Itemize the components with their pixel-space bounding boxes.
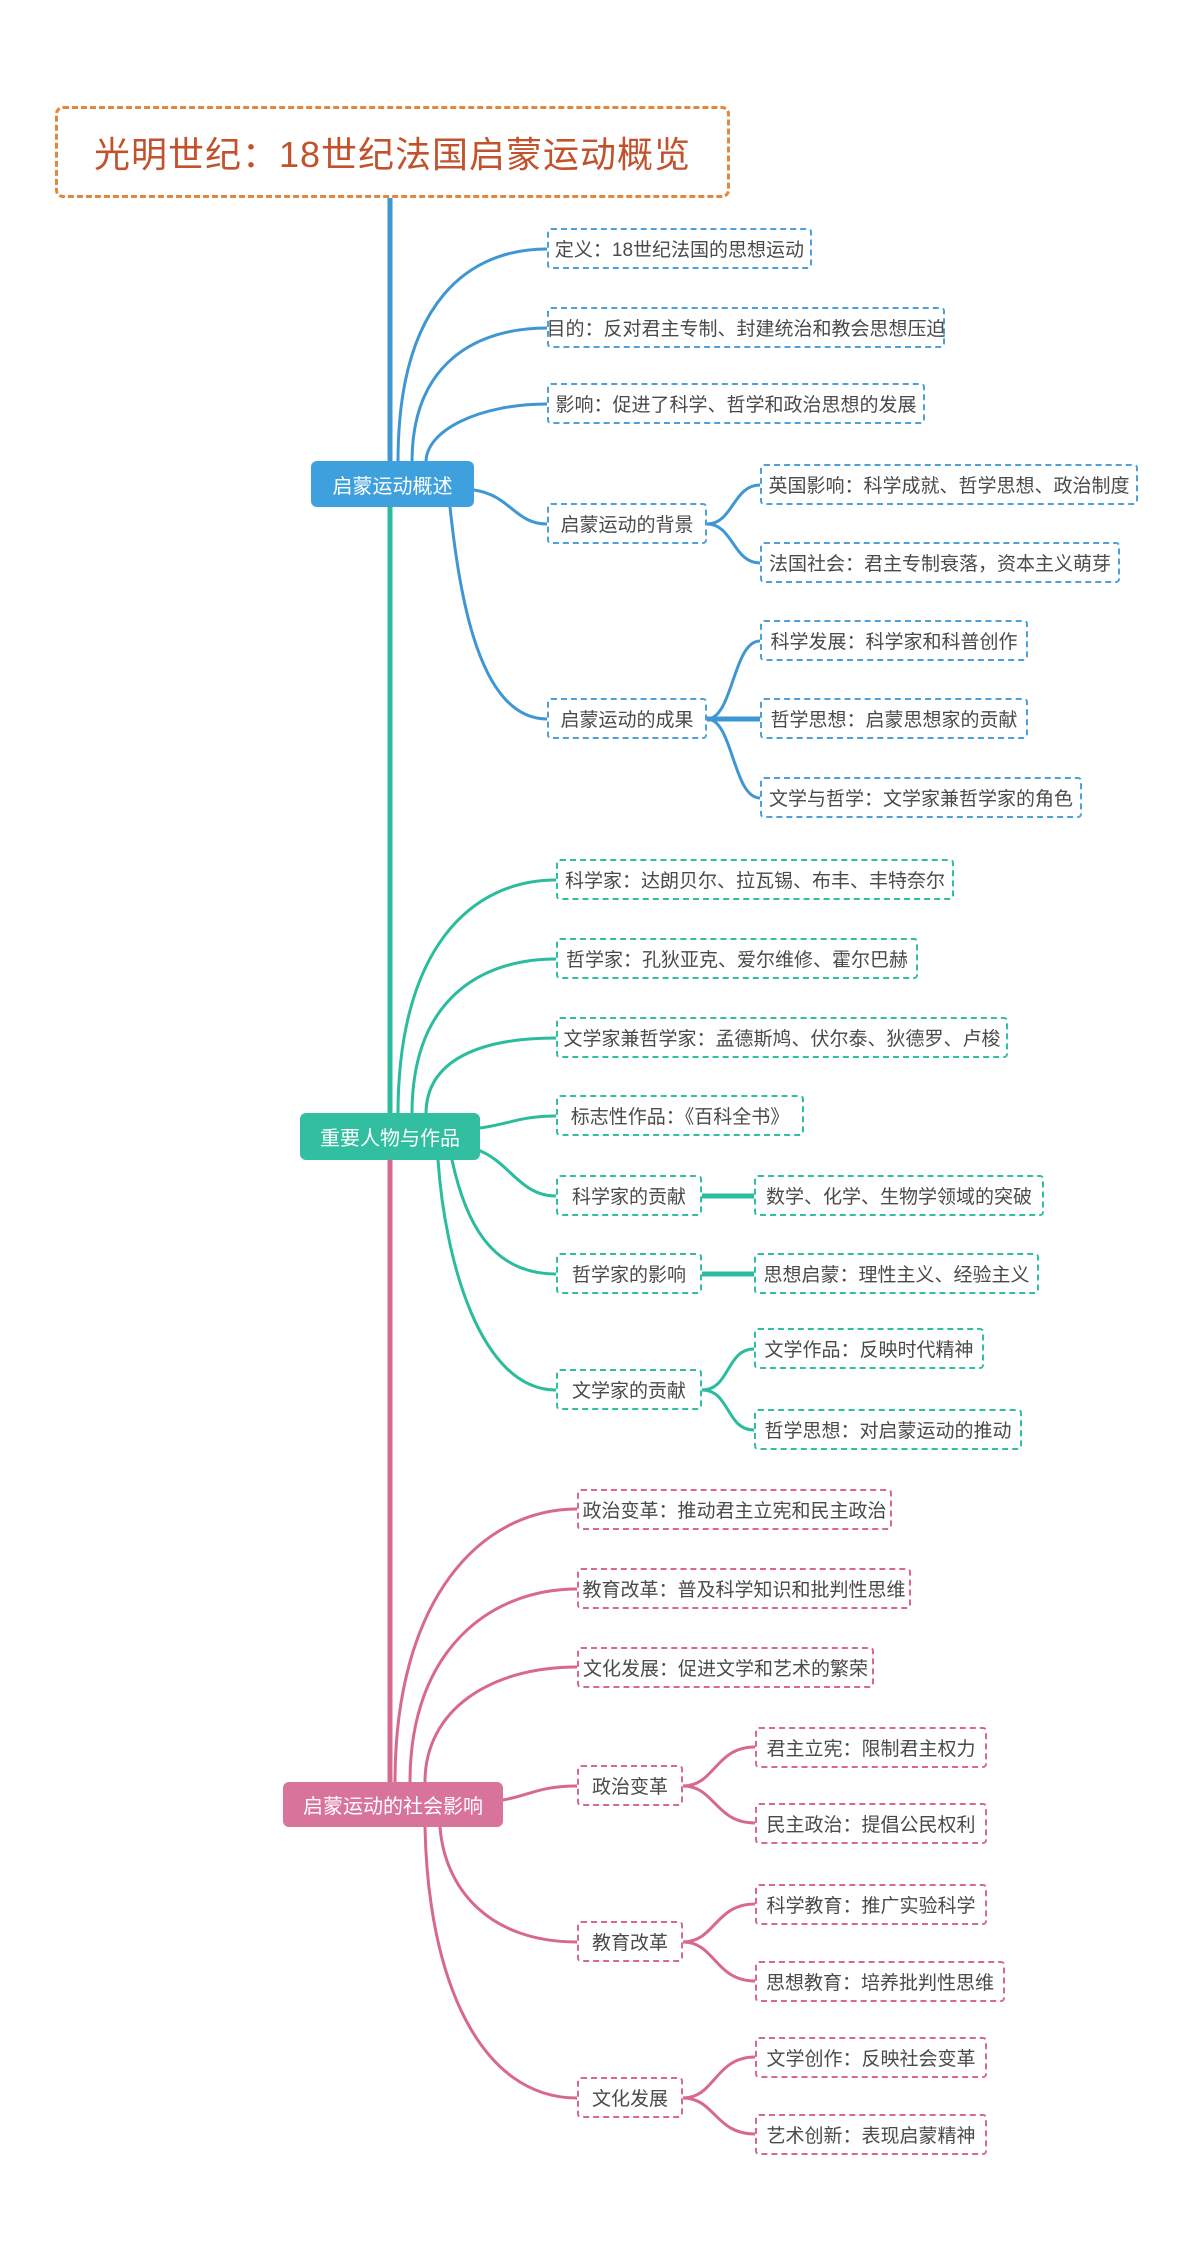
- node-education-reform-detail[interactable]: 教育改革：普及科学知识和批判性思维: [577, 1568, 911, 1609]
- node-philosophy-thought[interactable]: 哲学思想：启蒙思想家的贡献: [760, 698, 1028, 739]
- node-england-influence[interactable]: 英国影响：科学成就、哲学思想、政治制度: [760, 464, 1138, 505]
- connector-art-innovation: [681, 2096, 757, 2136]
- node-literary-works[interactable]: 文学作品：反映时代精神: [754, 1328, 984, 1369]
- connector-thought-education: [681, 1940, 757, 1983]
- connector-philosophy-push: [700, 1388, 756, 1432]
- node-science-education[interactable]: 科学教育：推广实验科学: [755, 1884, 987, 1925]
- node-literature-philosophy[interactable]: 文学与哲学：文学家兼哲学家的角色: [760, 777, 1082, 818]
- connector-political-change: [501, 1784, 579, 1802]
- node-art-innovation[interactable]: 艺术创新：表现启蒙精神: [755, 2114, 987, 2155]
- connector-constitutional-monarchy: [681, 1745, 757, 1788]
- node-enlightenment-thought[interactable]: 思想启蒙：理性主义、经验主义: [754, 1253, 1039, 1294]
- node-culture-development-detail[interactable]: 文化发展：促进文学和艺术的繁荣: [577, 1647, 874, 1688]
- node-culture-development[interactable]: 文化发展: [577, 2077, 683, 2118]
- connector-background: [472, 488, 549, 526]
- connector-france: [705, 522, 762, 565]
- node-literary-creation[interactable]: 文学创作：反映社会变革: [755, 2037, 987, 2078]
- connector-philosopher-influence: [450, 1158, 558, 1276]
- node-constitutional-monarchy[interactable]: 君主立宪：限制君主权力: [755, 1727, 987, 1768]
- node-science-development[interactable]: 科学发展：科学家和科普创作: [760, 620, 1028, 661]
- connector-definition: [396, 247, 549, 464]
- connector-scientist-contrib: [476, 1148, 558, 1198]
- connector-political-change-long: [393, 1507, 579, 1784]
- connector-education-reform: [438, 1825, 579, 1944]
- node-political-change[interactable]: 政治变革: [577, 1765, 683, 1806]
- connector-literary-creation: [681, 2055, 757, 2100]
- node-writer-philosophers[interactable]: 文学家兼哲学家：孟德斯鸠、伏尔泰、狄德罗、卢梭: [556, 1017, 1008, 1058]
- node-people-works[interactable]: 重要人物与作品: [300, 1113, 480, 1160]
- connector-democracy: [681, 1784, 757, 1825]
- connector-culture-dev: [423, 1825, 579, 2100]
- node-impact[interactable]: 影响：促进了科学、哲学和政治思想的发展: [547, 383, 925, 424]
- connector-writer-philosophers: [424, 1036, 558, 1116]
- node-landmark-work[interactable]: 标志性作品：《百科全书》: [556, 1095, 804, 1136]
- node-thought-education[interactable]: 思想教育：培养批判性思维: [755, 1961, 1005, 2002]
- connector-purpose: [410, 326, 549, 464]
- connector-england: [705, 483, 762, 526]
- node-social-impact[interactable]: 启蒙运动的社会影响: [283, 1782, 503, 1827]
- node-french-society[interactable]: 法国社会：君主专制衰落，资本主义萌芽: [760, 542, 1120, 583]
- node-political-change-detail[interactable]: 政治变革：推动君主立宪和民主政治: [577, 1489, 892, 1530]
- connector-landmark-work: [478, 1114, 558, 1130]
- connector-results: [448, 505, 549, 721]
- node-definition[interactable]: 定义：18世纪法国的思想运动: [547, 228, 812, 269]
- node-background[interactable]: 启蒙运动的背景: [547, 503, 707, 544]
- connector-lit-philosophy: [705, 717, 762, 800]
- node-scientists[interactable]: 科学家：达朗贝尔、拉瓦锡、布丰、丰特奈尔: [556, 859, 954, 900]
- connector-education-reform-long: [408, 1587, 579, 1784]
- node-purpose[interactable]: 目的：反对君主专制、封建统治和教会思想压迫: [547, 307, 946, 348]
- connector-culture-dev-long: [423, 1665, 579, 1784]
- node-overview[interactable]: 启蒙运动概述: [311, 461, 474, 507]
- connector-scientists: [396, 878, 558, 1116]
- node-education-reform[interactable]: 教育改革: [577, 1921, 683, 1962]
- connector-literary-works: [700, 1347, 756, 1392]
- connector-philosophers: [410, 957, 558, 1116]
- connector-writer-contrib: [436, 1158, 558, 1392]
- connector-science-dev: [705, 639, 762, 721]
- node-math-chem-bio[interactable]: 数学、化学、生物学领域的突破: [754, 1175, 1044, 1216]
- node-scientist-contribution[interactable]: 科学家的贡献: [556, 1175, 702, 1216]
- connector-impact: [424, 402, 549, 464]
- node-philosophers[interactable]: 哲学家：孔狄亚克、爱尔维修、霍尔巴赫: [556, 938, 918, 979]
- node-writer-contribution[interactable]: 文学家的贡献: [556, 1369, 702, 1410]
- node-democracy[interactable]: 民主政治：提倡公民权利: [755, 1803, 987, 1844]
- node-results[interactable]: 启蒙运动的成果: [547, 698, 707, 739]
- connector-science-education: [681, 1902, 757, 1944]
- node-philosophy-push[interactable]: 哲学思想：对启蒙运动的推动: [754, 1409, 1022, 1450]
- central-topic[interactable]: 光明世纪：18世纪法国启蒙运动概览: [55, 106, 730, 198]
- node-philosopher-influence[interactable]: 哲学家的影响: [556, 1253, 702, 1294]
